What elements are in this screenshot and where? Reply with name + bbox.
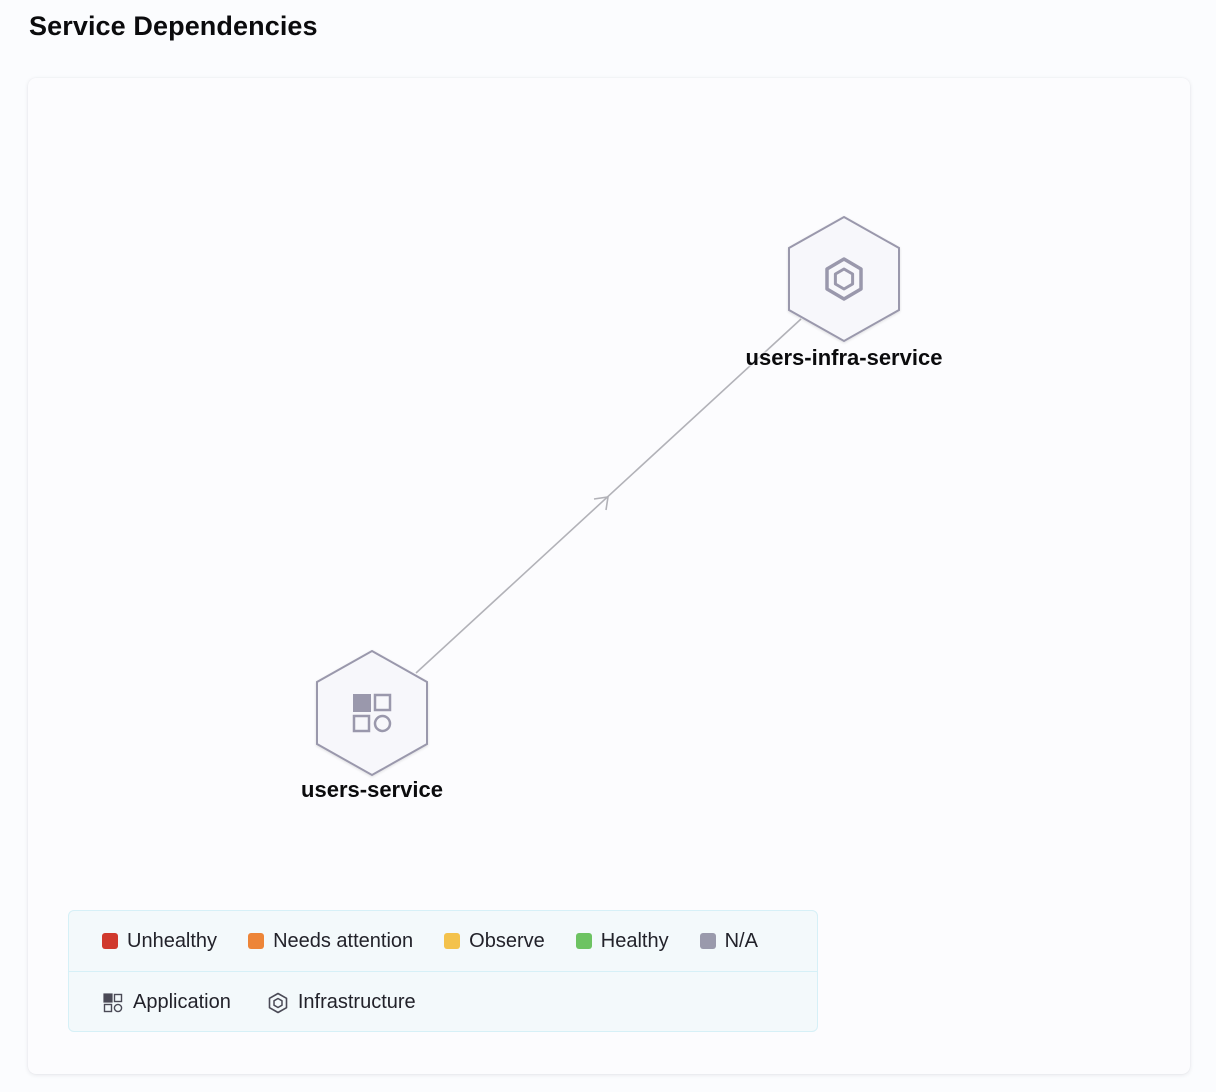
legend-item-infrastructure: Infrastructure xyxy=(267,991,416,1014)
legend-item-unhealthy: Unhealthy xyxy=(102,930,217,953)
node-label-users-service: users-service xyxy=(301,777,443,802)
legend-status-row: Unhealthy Needs attention Observe Health… xyxy=(69,911,817,972)
na-swatch xyxy=(699,933,716,949)
unhealthy-swatch xyxy=(102,933,118,949)
application-grid-icon xyxy=(103,992,123,1012)
healthy-swatch xyxy=(575,933,592,949)
edge-arrow-icon xyxy=(593,496,609,511)
legend-item-healthy: Healthy xyxy=(575,929,669,953)
legend-item-needs-attention: Needs attention xyxy=(248,930,413,953)
node-users-infra-service[interactable] xyxy=(788,215,900,343)
infrastructure-hexagon-icon xyxy=(825,257,863,301)
dependency-graph-card: users-infra-service users-service Unheal… xyxy=(28,78,1190,1074)
legend-item-observe: Observe xyxy=(444,930,545,953)
page-title: Service Dependencies xyxy=(29,11,318,41)
node-users-service[interactable] xyxy=(316,649,428,777)
legend-label: Healthy xyxy=(600,929,669,952)
needs-attention-swatch xyxy=(248,933,265,949)
graph-legend: Unhealthy Needs attention Observe Health… xyxy=(68,910,818,1032)
legend-label: Infrastructure xyxy=(297,991,416,1013)
application-grid-icon xyxy=(352,693,392,733)
legend-label: Observe xyxy=(469,929,545,952)
legend-label: Needs attention xyxy=(273,929,414,952)
node-label-users-infra-service: users-infra-service xyxy=(745,345,943,370)
dependency-graph[interactable]: users-infra-service users-service xyxy=(28,78,1190,898)
legend-label: Application xyxy=(133,991,231,1013)
dependency-edge[interactable] xyxy=(415,318,802,674)
infrastructure-hexagon-icon xyxy=(268,992,288,1013)
legend-item-na: N/A xyxy=(699,929,758,953)
graph-canvas[interactable] xyxy=(28,78,1190,898)
legend-label: Unhealthy xyxy=(127,929,218,952)
legend-item-application: Application xyxy=(102,991,231,1014)
observe-swatch xyxy=(444,933,461,949)
legend-label: N/A xyxy=(724,929,758,952)
legend-type-row: Application Infrastructure xyxy=(69,972,817,1033)
